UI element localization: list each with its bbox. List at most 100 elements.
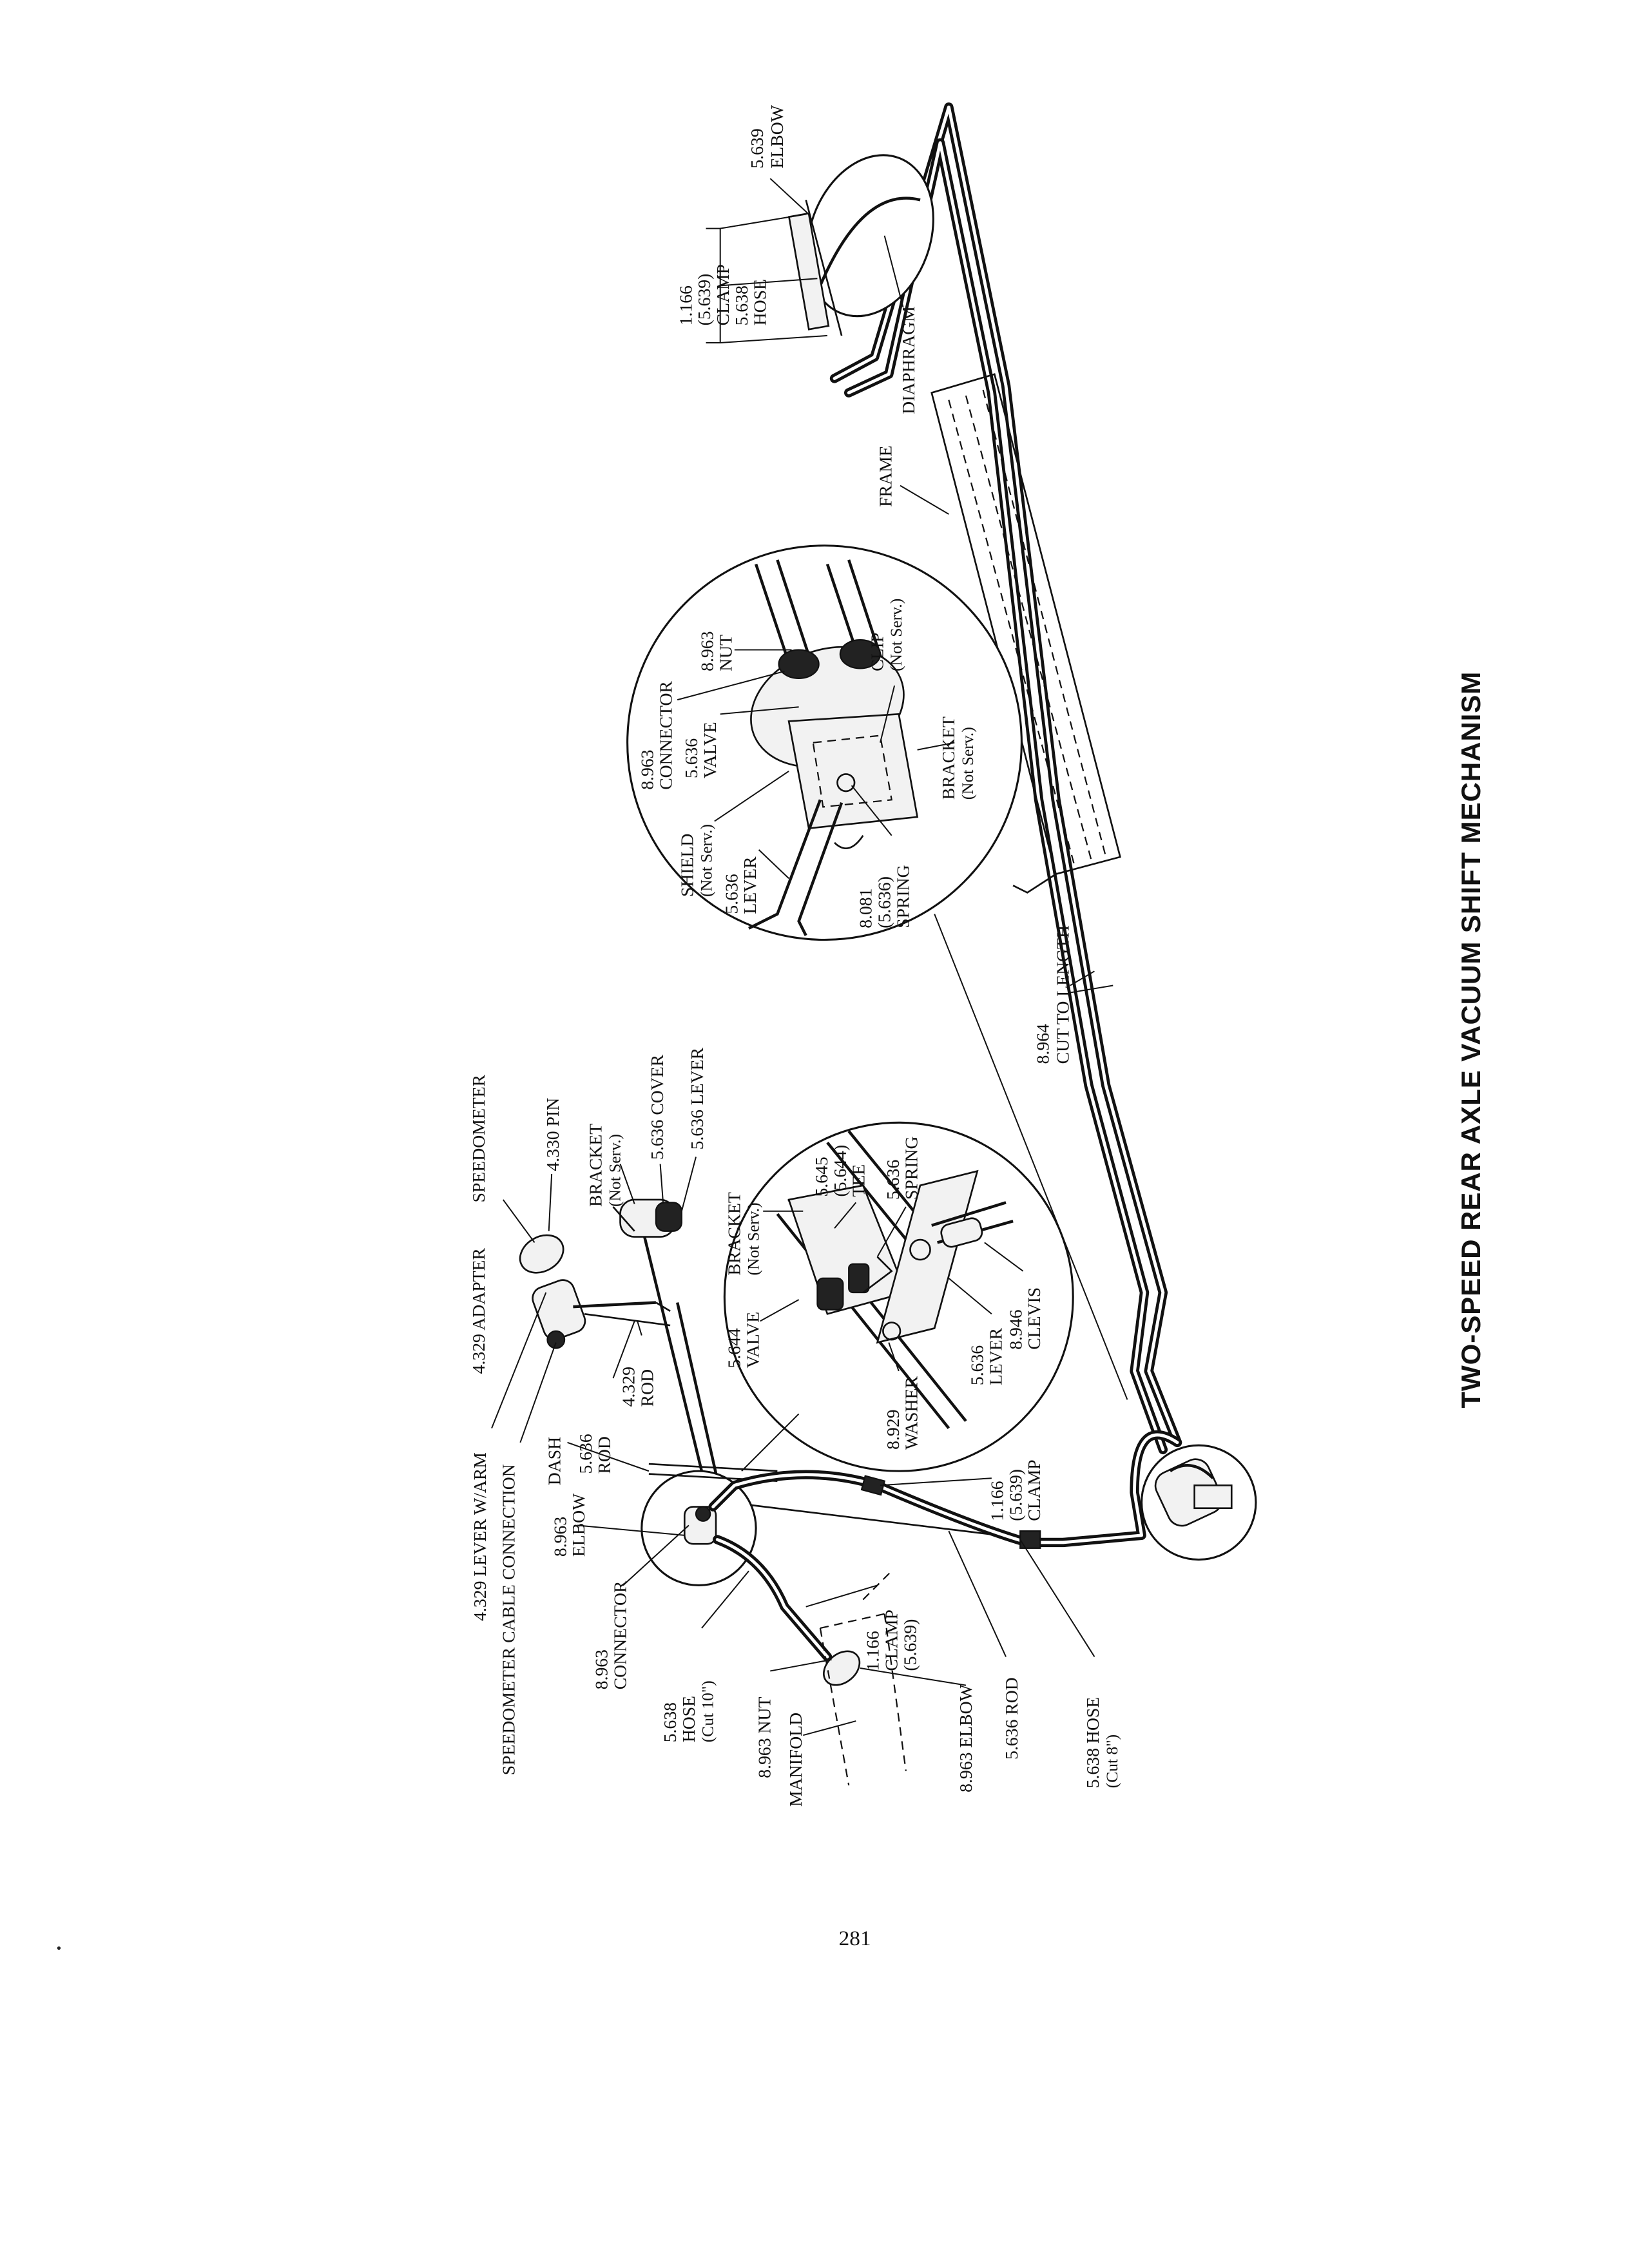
elbow-5639-name: ELBOW — [767, 104, 787, 168]
hose-5638-l-cut: (Cut 10") — [699, 1680, 717, 1742]
valve-5636-name: VALVE — [700, 722, 720, 778]
shield-label: SHIELD — [677, 834, 697, 897]
valve-5636-number: 5.636 — [681, 738, 701, 778]
connector-8963-number: 8.963 — [592, 1649, 612, 1689]
clamp-1166-m-ref: (5.639) — [1005, 1469, 1025, 1521]
bracket-det-note: (Not Serv.) — [958, 727, 977, 800]
lever-5636-mid-name: LEVER — [985, 1327, 1005, 1385]
lever-5636-mid-number: 5.636 — [967, 1345, 987, 1385]
clamp-1166-r-number: 1.166 — [675, 285, 695, 325]
clamp-hose-right-label: 1.166 (5.639) CLAMP 5.638 HOSE — [675, 213, 828, 343]
clamp-1166-l-name: CLAMP — [882, 1610, 901, 1671]
tee-5645-number: 5.645 — [811, 1157, 831, 1196]
spring-8081-name: SPRING — [892, 865, 912, 928]
connector-8963-det-number: 8.963 — [637, 749, 657, 789]
detail-leader-to-dash — [741, 1413, 800, 1472]
page-speck — [57, 1946, 61, 1950]
valve-detail-circle — [626, 544, 1023, 941]
svg-text:5.639: 5.639 — [747, 128, 767, 168]
rod-4329-number: 4.329 — [619, 1367, 639, 1407]
tee-5645-ref: (5.644) — [830, 1145, 850, 1197]
pin-4330-label: 4.330 PIN — [543, 1098, 563, 1171]
washer-8929-name: WASHER — [901, 1376, 921, 1450]
rear-valve-circle — [1023, 1430, 1257, 1561]
dash-label: DASH — [544, 1437, 564, 1485]
lever-4329-label: 4.329 LEVER W/ARM — [470, 1452, 490, 1621]
rod-5636-low-label: 5.636 ROD — [1001, 1677, 1021, 1760]
bracket-mid-label: BRACKET — [724, 1192, 744, 1275]
frame-leader — [900, 485, 949, 515]
hose-5638-r-number: 5.638 — [731, 285, 751, 325]
clamp-1166-m-number: 1.166 — [987, 1481, 1007, 1521]
cut-to-length-label: 8.964 CUT TO LENGTH — [1033, 925, 1113, 1064]
dash-connector-circle — [641, 1463, 778, 1587]
tee-5645-name: TEE — [849, 1164, 869, 1197]
spring-5636-name: SPRING — [901, 1136, 921, 1199]
rod-4329-name: ROD — [637, 1369, 657, 1407]
spring-8081-ref: (5.636) — [874, 876, 894, 928]
clamp-1166-r-ref: (5.639) — [694, 274, 714, 326]
detail-leader-to-rear-valve — [934, 914, 1128, 1400]
clip-note: (Not Serv.) — [887, 599, 905, 671]
hose-5638-l-number: 5.638 — [660, 1702, 680, 1742]
svg-text:ELBOW: ELBOW — [767, 104, 787, 168]
cut-8964-name: CUT TO LENGTH — [1053, 925, 1073, 1064]
hose-5638-r-name: HOSE — [750, 279, 770, 325]
nut-8963-det-name: NUT — [715, 635, 735, 671]
bracket-det-label: BRACKET — [938, 716, 958, 800]
lever-5636-det-name: LEVER — [740, 856, 760, 914]
shield-note: (Not Serv.) — [697, 824, 715, 897]
shift-valve-detail-circle — [723, 1121, 1074, 1472]
rod-4329 — [584, 1312, 671, 1327]
diaphragm-leader — [883, 235, 904, 307]
page-number: 281 — [839, 1927, 871, 1950]
elbow-8963-low-label: 8.963 ELBOW — [956, 1684, 976, 1792]
connector-8963-det-name: CONNECTOR — [655, 681, 675, 790]
hose-5638-l-name: HOSE — [679, 1696, 699, 1742]
cover-5636-label: 5.636 COVER — [647, 1054, 667, 1160]
clamp-1166-l-ref: (5.639) — [900, 1619, 920, 1671]
adapter-4329-label: 4.329 ADAPTER — [468, 1247, 488, 1374]
clamp-1166-r-name: CLAMP — [713, 264, 733, 325]
nut-8963-det-number: 8.963 — [697, 631, 717, 671]
hose-5638-cut8-name: 5.638 HOSE — [1083, 1697, 1103, 1789]
shift-valve-detail-labels: 5.644 VALVE BRACKET (Not Serv.) 5.645 (5… — [724, 1136, 1044, 1449]
clevis-8946-name: CLEVIS — [1024, 1287, 1044, 1350]
spring-5636-number: 5.636 — [883, 1160, 903, 1200]
elbow-8963-number: 8.963 — [550, 1517, 570, 1557]
nut-8963-label: 8.963 NUT — [754, 1696, 774, 1778]
frame-label: FRAME — [876, 445, 896, 506]
bracket-top-note: (Not Serv.) — [606, 1134, 624, 1207]
detail-labels: 8.963 CONNECTOR 5.636 VALVE 8.963 NUT SH… — [637, 599, 978, 928]
diagram-title: TWO-SPEED REAR AXLE VACUUM SHIFT MECHANI… — [1456, 671, 1486, 1408]
hose-5638-cut8-cut: (Cut 8") — [1103, 1735, 1121, 1788]
lever-5636-det-number: 5.636 — [721, 874, 741, 914]
rod-5636 — [676, 1302, 722, 1493]
speedo-cable-conn-label: SPEEDOMETER CABLE CONNECTION — [499, 1464, 519, 1775]
washer-8929-number: 8.929 — [883, 1410, 903, 1450]
elbow-5639-number: 5.639 — [747, 128, 767, 168]
bracket-mid-note: (Not Serv.) — [744, 1202, 763, 1275]
elbow-8963-name: ELBOW — [568, 1493, 588, 1557]
manifold-label: MANIFOLD — [786, 1713, 805, 1807]
rod-5636-top-number: 5.636 — [575, 1434, 595, 1474]
valve-5644-name: VALVE — [743, 1312, 763, 1369]
connector-8963-name: CONNECTOR — [610, 1581, 630, 1689]
clamp-1166-l-number: 1.166 — [863, 1631, 883, 1671]
clip-label: CLIP — [867, 633, 887, 671]
elbow-5639-label: 5.639 ELBOW — [747, 104, 809, 215]
left-labels: 4.329 LEVER W/ARM SPEEDOMETER CABLE CONN… — [468, 1047, 1121, 1807]
clevis-8946-number: 8.946 — [1005, 1309, 1025, 1349]
upper-bracket-assembly — [612, 1198, 704, 1472]
cut-8964-number: 8.964 — [1033, 1024, 1053, 1064]
speedometer-label: SPEEDOMETER — [468, 1074, 488, 1202]
diaphragm-label: DIAPHRAGM — [898, 306, 918, 414]
lever-5636-top-label: 5.636 LEVER — [687, 1047, 707, 1149]
clamp-1166-m-name: CLAMP — [1024, 1459, 1044, 1521]
valve-5644-number: 5.644 — [724, 1328, 744, 1368]
rod-5636-low — [706, 1499, 1035, 1541]
bracket-top-label: BRACKET — [586, 1124, 606, 1207]
spring-8081-number: 8.081 — [856, 889, 876, 928]
